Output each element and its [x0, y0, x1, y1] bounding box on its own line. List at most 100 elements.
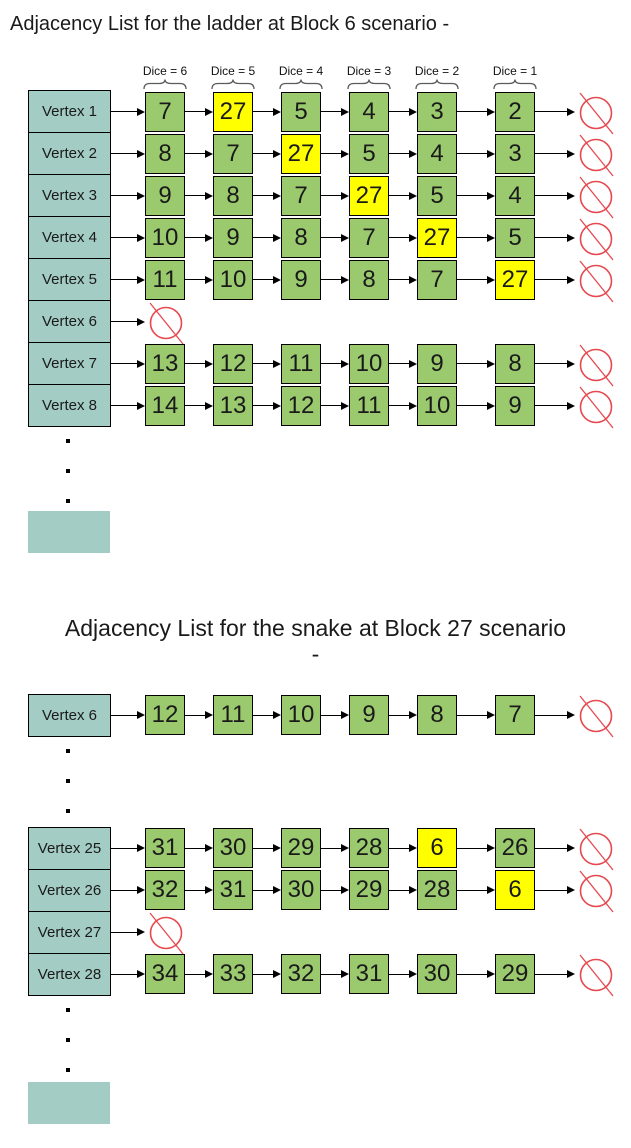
arrow-head	[205, 107, 213, 116]
arrow-head	[567, 844, 575, 853]
next-pointer-arrow-icon	[535, 216, 575, 259]
vertex-box: Vertex 3	[28, 174, 111, 217]
list-node: 8	[417, 695, 457, 736]
next-pointer-arrow-icon	[111, 300, 145, 343]
diagram-title-line: Adjacency List for the ladder at Block 6…	[10, 13, 450, 35]
arrow-shaft	[321, 278, 341, 281]
node-value: 10	[219, 265, 247, 293]
node-value: 30	[219, 834, 247, 862]
next-pointer-arrow-icon	[185, 694, 213, 737]
arrow-head	[567, 886, 575, 895]
arrow-shaft	[253, 362, 273, 365]
arrow-shaft	[253, 714, 273, 717]
vertex-label: Vertex 6	[41, 313, 98, 330]
list-node: 7	[349, 217, 389, 258]
next-pointer-arrow-icon	[389, 90, 417, 133]
arrow-head	[205, 233, 213, 242]
arrow-shaft	[111, 110, 137, 113]
list-node: 5	[417, 175, 457, 216]
list-node-highlighted: 6	[495, 870, 535, 911]
vertex-label: Vertex 7	[41, 355, 98, 372]
node-value: 32	[287, 960, 315, 988]
arrow-head	[341, 149, 349, 158]
arrow-head	[567, 191, 575, 200]
brace-icon	[414, 79, 460, 90]
list-node-highlighted: 27	[349, 175, 389, 216]
arrow-head	[273, 844, 281, 853]
arrow-head	[273, 191, 281, 200]
next-pointer-arrow-icon	[535, 827, 575, 870]
list-node: 7	[281, 175, 321, 216]
arrow-shaft	[457, 110, 487, 113]
vertex-label: Vertex 27	[37, 923, 102, 941]
next-pointer-arrow-icon	[457, 384, 495, 427]
ellipsis-dot	[66, 1007, 70, 1012]
list-node: 33	[213, 954, 253, 995]
vertex-box: Vertex 27	[28, 910, 111, 954]
node-value: 27	[219, 97, 247, 125]
node-value: 26	[501, 834, 529, 862]
arrow-shaft	[111, 889, 137, 892]
arrow-head	[341, 401, 349, 410]
arrow-head	[487, 359, 495, 368]
arrow-head	[137, 191, 145, 200]
list-node: 29	[495, 954, 535, 995]
node-value: 27	[355, 181, 383, 209]
node-value: 12	[287, 391, 315, 419]
list-node: 12	[281, 385, 321, 426]
arrow-head	[567, 401, 575, 410]
node-value: 7	[362, 223, 376, 251]
arrow-head	[273, 886, 281, 895]
arrow-shaft	[111, 320, 137, 323]
list-node: 7	[145, 91, 185, 132]
arrow-head	[409, 233, 417, 242]
null-terminator-icon	[575, 216, 617, 262]
arrow-head	[409, 886, 417, 895]
next-pointer-arrow-icon	[321, 90, 349, 133]
node-value: 9	[508, 391, 522, 419]
list-node: 12	[145, 695, 185, 736]
next-pointer-arrow-icon	[111, 869, 145, 912]
ellipsis-dot	[66, 469, 70, 473]
list-node-highlighted: 6	[417, 828, 457, 869]
next-pointer-arrow-icon	[535, 90, 575, 133]
list-node: 4	[349, 91, 389, 132]
vertex-box: Vertex 7	[28, 342, 111, 385]
arrow-head	[341, 970, 349, 979]
next-pointer-arrow-icon	[535, 869, 575, 912]
brace-icon	[346, 79, 392, 90]
ellipsis-dot	[66, 1037, 70, 1042]
null-terminator-icon	[575, 342, 617, 388]
node-value: 9	[158, 181, 172, 209]
empty-vertex-box	[28, 511, 110, 553]
next-pointer-arrow-icon	[185, 90, 213, 133]
list-node: 29	[349, 870, 389, 911]
arrow-head	[137, 928, 145, 937]
node-value: 9	[362, 701, 376, 729]
arrow-head	[137, 844, 145, 853]
vertex-label: Vertex 1	[41, 103, 98, 120]
node-value: 7	[294, 181, 308, 209]
arrow-shaft	[457, 278, 487, 281]
vertex-box: Vertex 6	[28, 693, 111, 737]
arrow-shaft	[389, 152, 409, 155]
list-node: 9	[349, 695, 389, 736]
next-pointer-arrow-icon	[457, 174, 495, 217]
arrow-head	[137, 317, 145, 326]
dice-label: Dice = 1	[492, 64, 538, 78]
next-pointer-arrow-icon	[321, 258, 349, 301]
arrow-shaft	[535, 152, 567, 155]
arrow-shaft	[253, 110, 273, 113]
list-node: 29	[281, 828, 321, 869]
next-pointer-arrow-icon	[389, 384, 417, 427]
list-node: 9	[495, 385, 535, 426]
next-pointer-arrow-icon	[253, 258, 281, 301]
node-value: 29	[501, 960, 529, 988]
null-terminator-icon	[575, 258, 617, 304]
list-node: 31	[145, 828, 185, 869]
ellipsis-dot	[66, 1067, 70, 1072]
next-pointer-arrow-icon	[111, 953, 145, 996]
